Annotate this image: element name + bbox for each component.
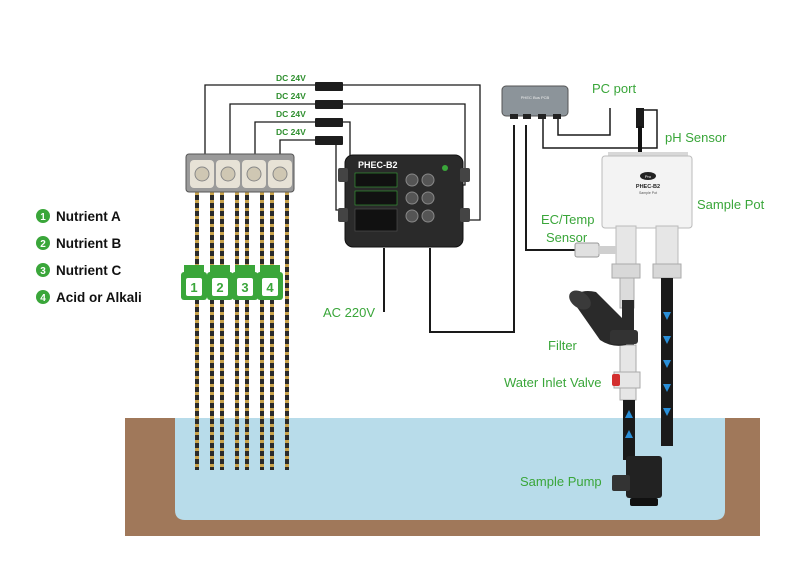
sample-pot-body (601, 155, 693, 229)
legend-item-1: 1 Nutrient A (36, 209, 121, 224)
wire-hub-controller (429, 125, 515, 333)
pump-4 (268, 160, 292, 188)
ec-temp-label-2: Sensor (546, 230, 588, 245)
sample-pot-label: Sample Pot (697, 197, 765, 212)
pump-1 (190, 160, 214, 188)
sample-pot: Pro PHEC-B2 Sample Pot (601, 152, 693, 279)
wire-ec-sensor (525, 125, 575, 251)
legend-badge-1 (36, 209, 50, 223)
sample-pot-logo: Pro (645, 174, 652, 179)
svg-text:4: 4 (40, 293, 46, 304)
wire-pump2 (229, 103, 466, 186)
inlet-arrows (625, 410, 633, 438)
wire-pump1 (204, 84, 481, 221)
legend-item-3: 3 Nutrient C (36, 263, 121, 278)
bottle-2-number: 2 (216, 280, 223, 295)
controller-model: PHEC-B2 (358, 160, 398, 170)
dc-label-3: DC 24V (276, 109, 306, 119)
bottle-3: 3 (232, 265, 258, 300)
filter (569, 290, 638, 346)
water-inlet-valve-label: Water Inlet Valve (504, 375, 602, 390)
bottle-4-number: 4 (266, 280, 274, 295)
pump-2 (216, 160, 240, 188)
water-inlet-valve (612, 371, 641, 389)
water-tank (175, 418, 725, 520)
svg-text:3: 3 (40, 266, 46, 277)
legend-label-2: Nutrient B (56, 236, 121, 251)
wire-pump3 (254, 121, 351, 170)
legend-badge-3 (36, 263, 50, 277)
hub-label: PHEC Bus PCB (521, 95, 550, 100)
legend-item-2: 2 Nutrient B (36, 236, 121, 251)
dc-adapter-3 (315, 118, 343, 127)
sample-pump-body (626, 456, 662, 498)
dosing-tubes (195, 190, 289, 470)
sample-pot-model: PHEC-B2 (636, 184, 660, 190)
wire-ph-sensor (542, 109, 658, 149)
bottle-3-number: 3 (241, 280, 248, 295)
legend-item-4: 4 Acid or Alkali (36, 290, 142, 305)
pc-port-label: PC port (592, 81, 636, 96)
filter-label: Filter (548, 338, 578, 353)
bus-hub: PHEC Bus PCB (501, 85, 569, 119)
svg-text:1: 1 (40, 212, 46, 223)
dc-adapters: DC 24V DC 24V DC 24V DC 24V (276, 73, 343, 145)
dc-label-1: DC 24V (276, 73, 306, 83)
legend-label-1: Nutrient A (56, 209, 121, 224)
bottle-1-number: 1 (190, 280, 197, 295)
dc-adapter-2 (315, 100, 343, 109)
sample-pump (612, 456, 662, 506)
dc-label-2: DC 24V (276, 91, 306, 101)
legend-label-3: Nutrient C (56, 263, 121, 278)
ac-label: AC 220V (323, 305, 375, 320)
hub-body (501, 85, 569, 117)
svg-text:2: 2 (40, 239, 46, 250)
bottle-4: 4 (257, 265, 283, 300)
legend: 1 Nutrient A 2 Nutrient B 3 Nutrient C 4… (36, 209, 142, 305)
dc-adapter-1 (315, 82, 343, 91)
pump-3 (242, 160, 266, 188)
sample-pump-label: Sample Pump (520, 474, 602, 489)
legend-badge-4 (36, 290, 50, 304)
wire-pc-port (557, 108, 611, 136)
peristaltic-pumps (185, 153, 295, 193)
drain-arrows (663, 312, 671, 416)
ph-sensor-label: pH Sensor (665, 130, 727, 145)
sample-pot-sub: Sample Pot (639, 191, 657, 195)
ph-sensor (636, 108, 644, 158)
dc-label-4: DC 24V (276, 127, 306, 137)
controller: PHEC-B2 (338, 154, 470, 248)
valve-handle (612, 374, 620, 386)
reservoir (125, 418, 760, 536)
legend-badge-2 (36, 236, 50, 250)
legend-label-4: Acid or Alkali (56, 290, 142, 305)
wiring (204, 84, 658, 333)
bottle-2: 2 (207, 265, 233, 300)
bottle-1: 1 (181, 265, 207, 300)
nutrient-bottles: 1 2 3 4 (181, 265, 283, 300)
ec-temp-label-1: EC/Temp (541, 212, 594, 227)
dc-adapter-4 (315, 136, 343, 145)
ec-temp-sensor (574, 242, 616, 258)
labels: PC port pH Sensor Sample Pot EC/Temp Sen… (323, 81, 765, 489)
